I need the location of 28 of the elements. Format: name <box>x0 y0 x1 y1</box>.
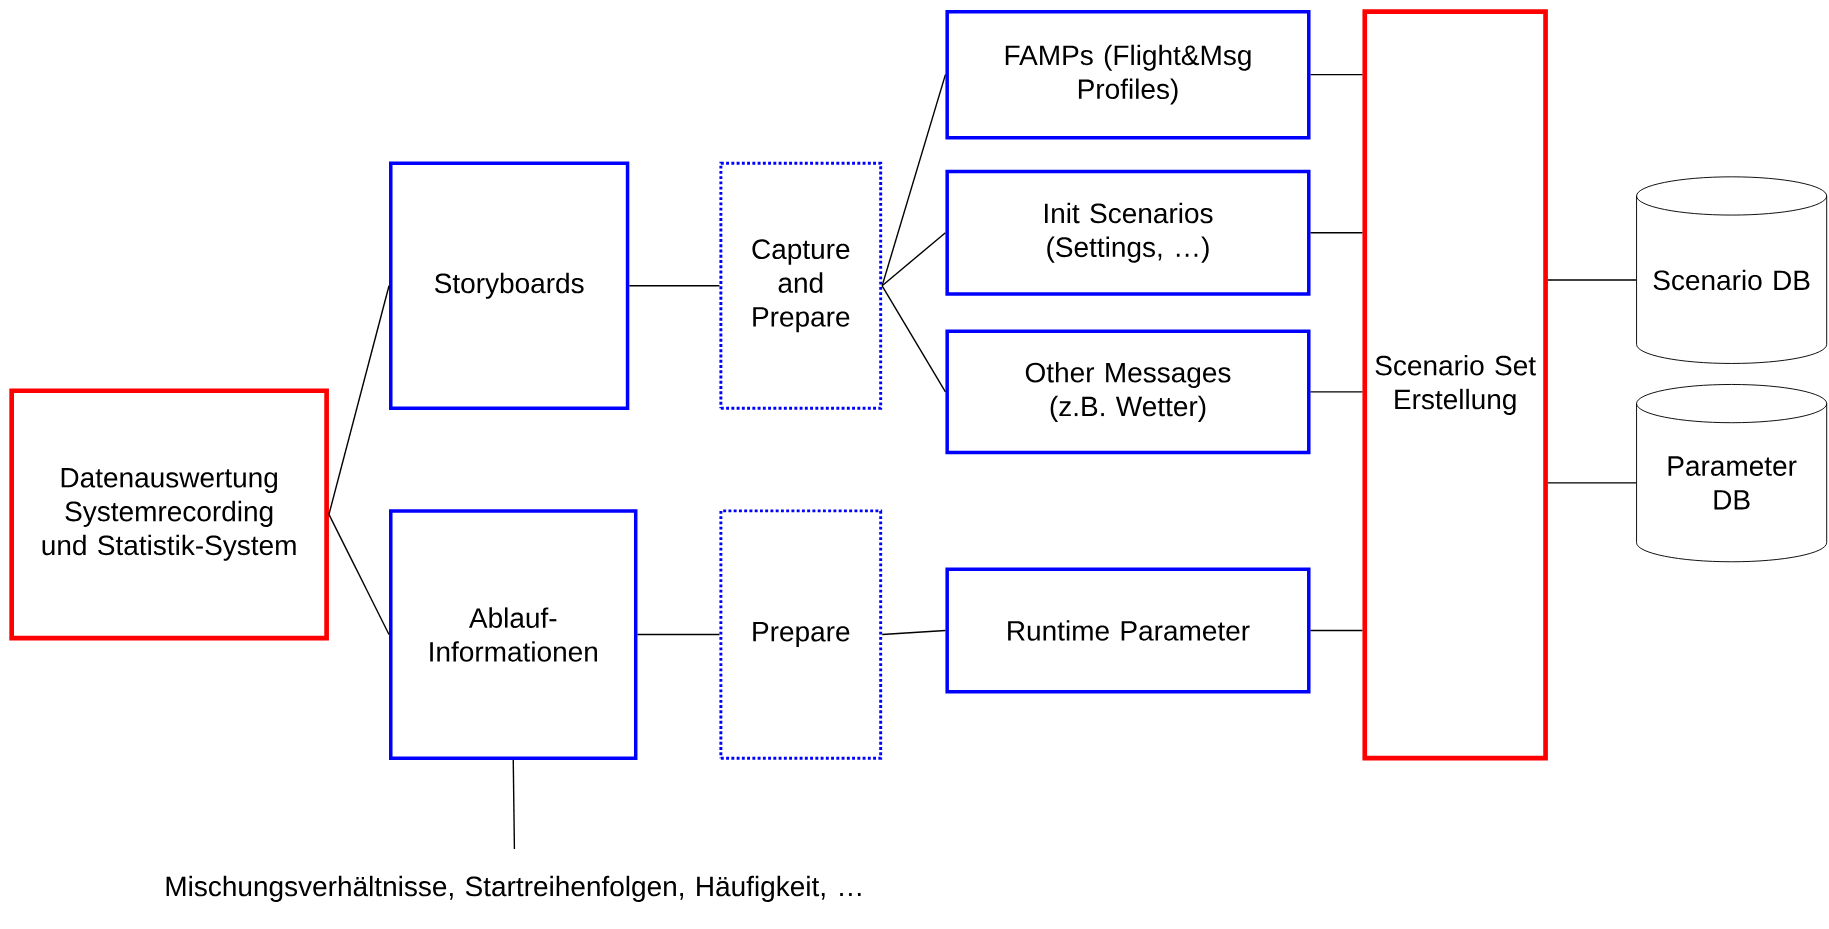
connector-line <box>881 74 947 287</box>
connector-line <box>881 630 947 636</box>
connector-line <box>1547 482 1637 484</box>
process-box: Init Scenarios (Settings, …) <box>945 169 1311 296</box>
connector-line <box>1547 279 1637 281</box>
step-box: Prepare <box>719 509 883 760</box>
process-box: Scenario Set Erstellung <box>1362 9 1548 761</box>
connector-line <box>881 232 947 287</box>
connector-line <box>328 513 390 636</box>
connector-line <box>1309 232 1364 234</box>
process-box: FAMPs (Flight&Msg Profiles) <box>945 10 1311 140</box>
process-box: Runtime Parameter <box>945 567 1311 694</box>
connector-line <box>628 285 721 287</box>
database-cylinder: Parameter DB <box>1636 384 1828 563</box>
connector-line <box>636 634 721 636</box>
process-box: Ablauf-Informationen <box>389 509 638 761</box>
connector-line <box>1309 391 1364 393</box>
process-box: Other Messages (z.B. Wetter) <box>945 329 1311 455</box>
note-text: Mischungsverhältnisse, Startreihenfolgen, Häufigkeit, … <box>166 876 861 903</box>
connector-line <box>1309 630 1364 632</box>
connector-line <box>881 285 947 393</box>
database-cylinder: Scenario DB <box>1636 176 1828 365</box>
process-box: Datenauswertung Systemrecording und Statistik-System <box>9 388 329 641</box>
step-box: Capture and Prepare <box>719 162 883 410</box>
connector-line <box>512 759 516 850</box>
process-box: Storyboards <box>389 161 630 411</box>
connector-line <box>328 285 390 516</box>
connector-line <box>1309 74 1364 76</box>
